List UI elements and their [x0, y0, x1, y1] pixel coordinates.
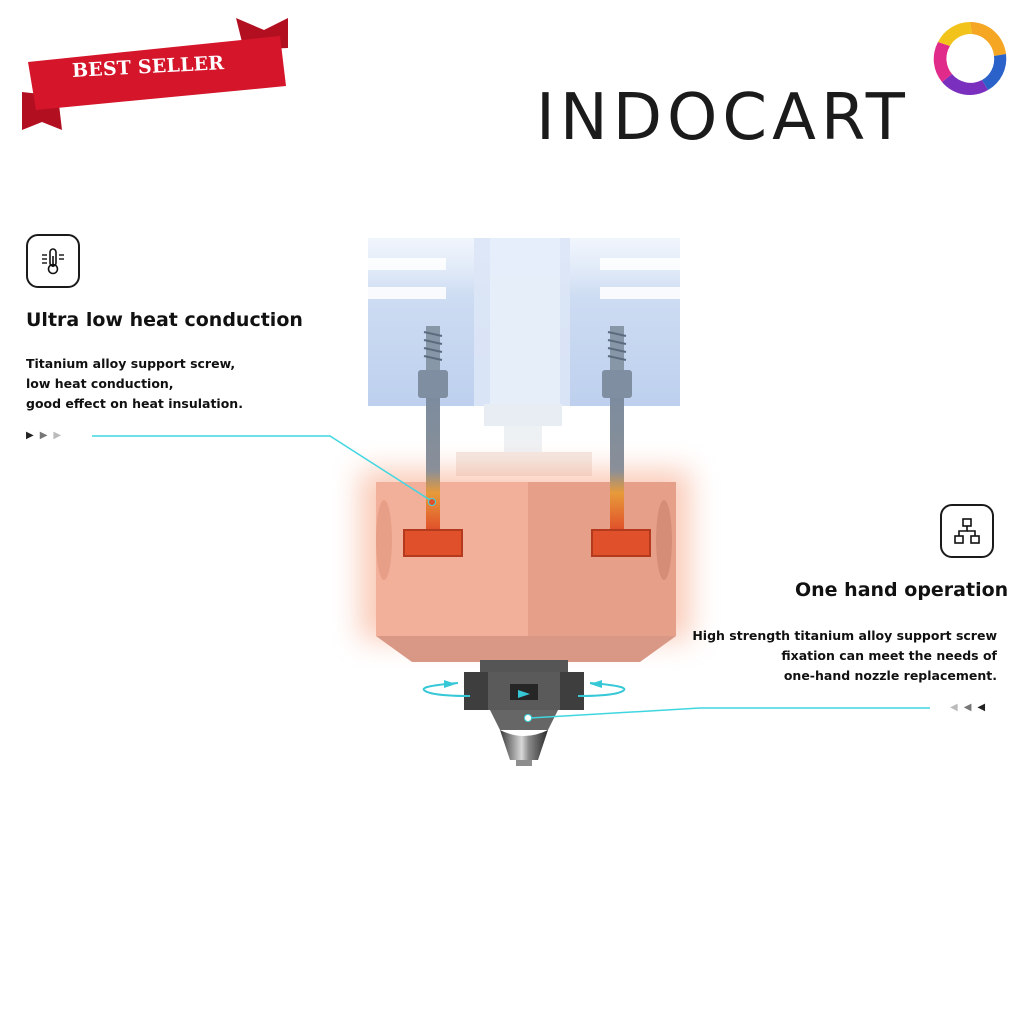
- heater-block: [360, 470, 690, 662]
- right-support-screw: [591, 326, 651, 557]
- right-callout-line: [529, 707, 930, 719]
- best-seller-ribbon-icon: [22, 18, 288, 130]
- right-callout-dot: [524, 714, 532, 722]
- right-feature-title: One hand operation: [795, 579, 1009, 601]
- right-pointing-arrows-icon: ▶▶▶: [26, 430, 68, 441]
- left-pointing-arrows-icon: ◀◀◀: [950, 702, 992, 713]
- left-feature-title: Ultra low heat conduction: [26, 309, 303, 331]
- ring-logo-icon: [933, 21, 1007, 96]
- hierarchy-icon: [954, 518, 980, 544]
- right-feature-description: High strength titanium alloy support scr…: [660, 626, 997, 686]
- right-feature-line: fixation can meet the needs of: [781, 648, 997, 663]
- right-feature-icon-box: [940, 504, 994, 558]
- left-feature-description: Titanium alloy support screw, low heat c…: [26, 354, 243, 414]
- brand-wordmark: INDOCART: [536, 81, 910, 155]
- right-feature-line: High strength titanium alloy support scr…: [692, 628, 997, 643]
- left-feature-line: Titanium alloy support screw,: [26, 356, 236, 371]
- right-feature-line: one-hand nozzle replacement.: [783, 668, 997, 683]
- thermometer-icon: [42, 248, 64, 275]
- left-feature-line: low heat conduction,: [26, 376, 174, 391]
- left-feature-icon-box: [26, 234, 80, 288]
- left-callout-line: [92, 435, 431, 501]
- left-feature-line: good effect on heat insulation.: [26, 396, 243, 411]
- nozzle: [464, 660, 584, 766]
- heatsink: [368, 238, 680, 476]
- rotation-arrows: [422, 680, 626, 698]
- left-callout-dot: [428, 498, 436, 506]
- left-support-screw: [403, 326, 463, 557]
